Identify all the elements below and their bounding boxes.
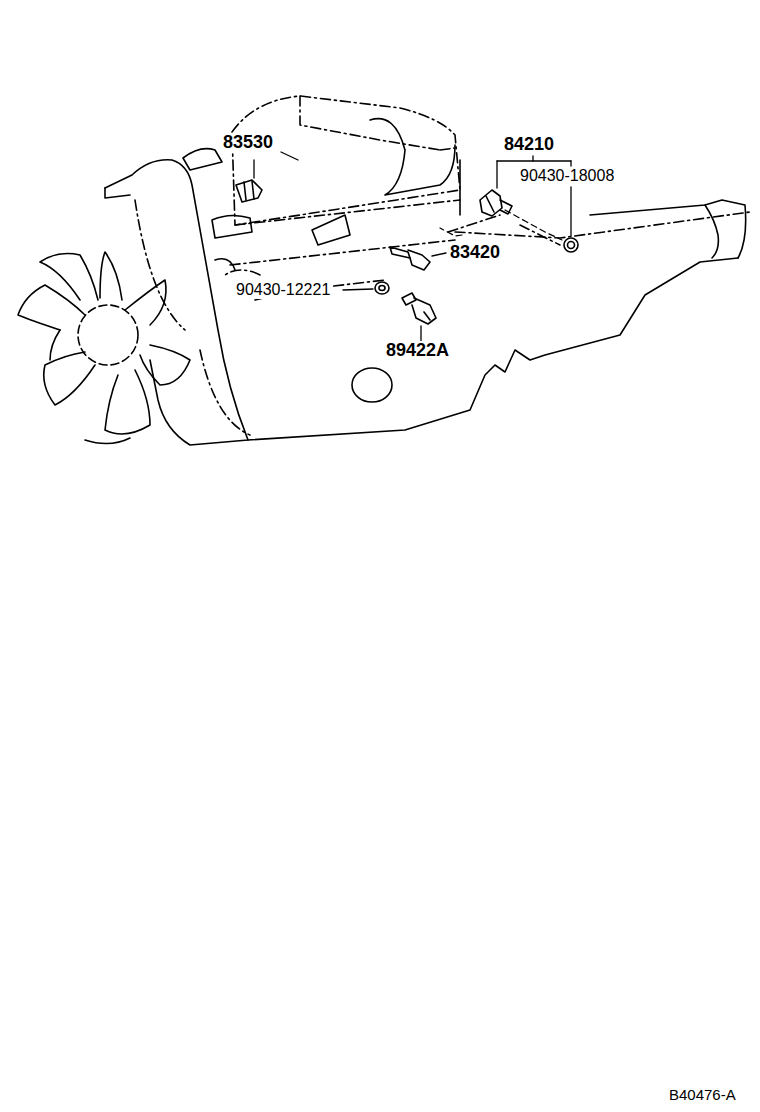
part-number: 83530 xyxy=(221,133,275,153)
cooling-fan xyxy=(18,252,190,444)
part-number: 84210 xyxy=(502,135,556,155)
leader-line xyxy=(440,228,462,236)
intake-runner xyxy=(183,119,455,245)
temperature-sensor xyxy=(390,247,430,270)
hidden-line xyxy=(135,200,560,435)
part-number: 83420 xyxy=(448,243,502,263)
water-temp-sensor xyxy=(402,293,436,324)
part-number: 90430-18008 xyxy=(518,167,616,185)
gasket xyxy=(564,238,578,252)
gasket xyxy=(568,242,575,249)
part-number: 90430-12221 xyxy=(234,281,332,299)
valve-cover xyxy=(230,96,750,265)
oil-pressure-sender xyxy=(236,180,262,202)
gasket xyxy=(375,282,389,294)
part-number: 89422A xyxy=(384,341,451,361)
leader-line xyxy=(505,210,562,240)
sender-switch xyxy=(480,190,512,216)
engine-block xyxy=(248,160,746,440)
timing-cover xyxy=(105,160,252,445)
figure-code: B40476-A xyxy=(667,1087,738,1104)
gasket xyxy=(379,286,385,291)
